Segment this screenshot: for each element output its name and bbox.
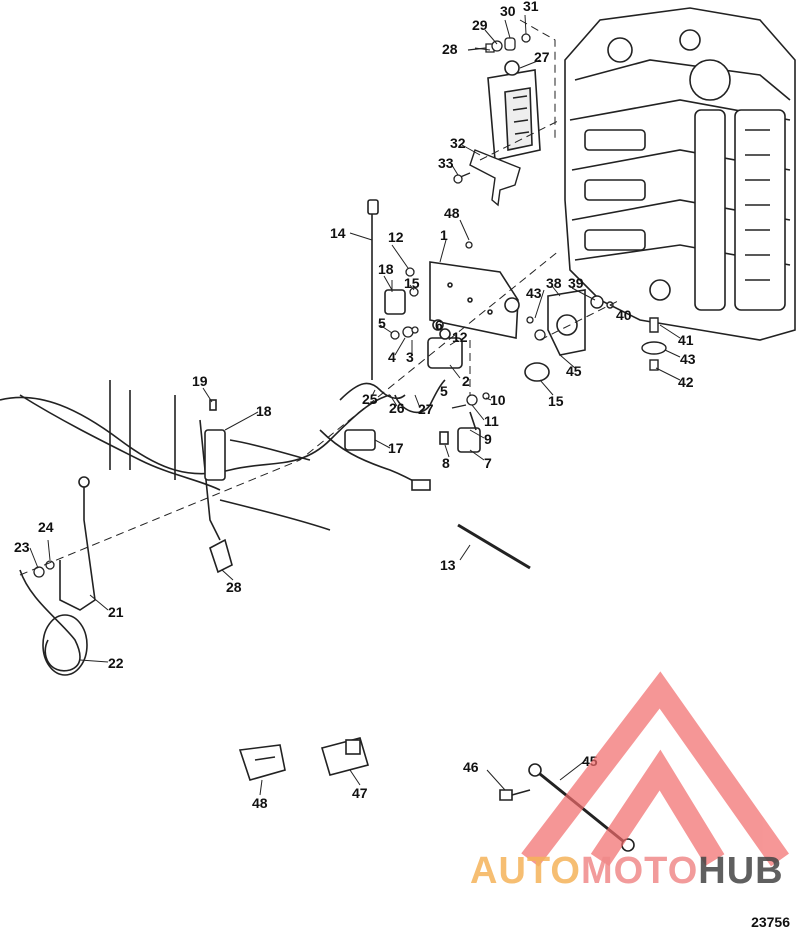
watermark-text: AUTOMOTOHUB [470, 850, 784, 893]
fuse-holder [384, 289, 406, 315]
cable-16 [367, 199, 379, 380]
watermark-part-b: MOTO [580, 850, 699, 892]
callout: 28 [442, 41, 458, 57]
callout: 48 [444, 205, 460, 221]
callout-labels: 28 29 30 31 27 32 33 14 12 1 48 18 15 5 … [14, 0, 696, 811]
callout: 13 [440, 557, 456, 573]
assembly-lines [19, 19, 621, 576]
callout: 9 [484, 431, 492, 447]
callout: 47 [352, 785, 368, 801]
callout: 1 [440, 227, 448, 243]
callout: 5 [378, 315, 386, 331]
callout: 14 [330, 225, 346, 241]
callout: 12 [452, 329, 468, 345]
small-fasteners [390, 241, 546, 409]
callout: 4 [388, 349, 396, 365]
clamp [524, 362, 550, 382]
figure-id: 23756 [751, 914, 790, 930]
callout: 26 [389, 400, 405, 416]
callout: 31 [523, 0, 539, 14]
callout: 15 [548, 393, 564, 409]
callout: 19 [192, 373, 208, 389]
callout: 6 [435, 317, 443, 333]
solenoid [427, 319, 463, 369]
callout: 10 [490, 392, 506, 408]
callout: 27 [534, 49, 550, 65]
bracket-34 [469, 149, 521, 207]
ecm-module [487, 60, 541, 161]
engine-block [564, 7, 796, 341]
callout: 21 [108, 604, 124, 620]
callout: 41 [678, 332, 694, 348]
watermark-part-a: AUTO [470, 850, 581, 892]
misc-parts [209, 399, 531, 574]
callout: 5 [440, 383, 448, 399]
leader-lines [29, 14, 681, 796]
mounting-plate [429, 261, 520, 339]
callout: 27 [418, 401, 434, 417]
watermark-logo [521, 671, 789, 867]
callout: 33 [438, 155, 454, 171]
callout: 3 [406, 349, 414, 365]
wiring-harness [0, 379, 446, 541]
callout: 48 [252, 795, 268, 811]
battery-cables [19, 476, 96, 676]
callout: 18 [378, 261, 394, 277]
callout: 11 [484, 413, 499, 429]
callout: 43 [526, 285, 542, 301]
callout: 2 [462, 373, 470, 389]
callout: 39 [568, 275, 584, 291]
callout: 45 [566, 363, 582, 379]
callout: 15 [404, 275, 420, 291]
callout: 43 [680, 351, 696, 367]
callout: 22 [108, 655, 124, 671]
callout: 17 [388, 440, 404, 456]
callout: 29 [472, 17, 488, 33]
callout: 8 [442, 455, 450, 471]
watermark-part-c: HUB [698, 850, 784, 892]
relay [439, 411, 481, 453]
callout: 40 [616, 307, 632, 323]
callout: 28 [226, 579, 242, 595]
connector-47 [320, 737, 370, 776]
callout: 23 [14, 539, 30, 555]
connector-48 [238, 744, 286, 781]
callout: 46 [463, 759, 479, 775]
callout: 12 [388, 229, 404, 245]
callout: 7 [484, 455, 492, 471]
callout: 18 [256, 403, 272, 419]
callout: 32 [450, 135, 466, 151]
callout: 38 [546, 275, 562, 291]
callout: 30 [500, 3, 516, 19]
nuts-23-24 [33, 560, 55, 578]
sensors [590, 295, 667, 371]
callout: 24 [38, 519, 54, 535]
callout: 25 [362, 391, 378, 407]
callout: 42 [678, 374, 694, 390]
bracket-36 [547, 289, 586, 356]
